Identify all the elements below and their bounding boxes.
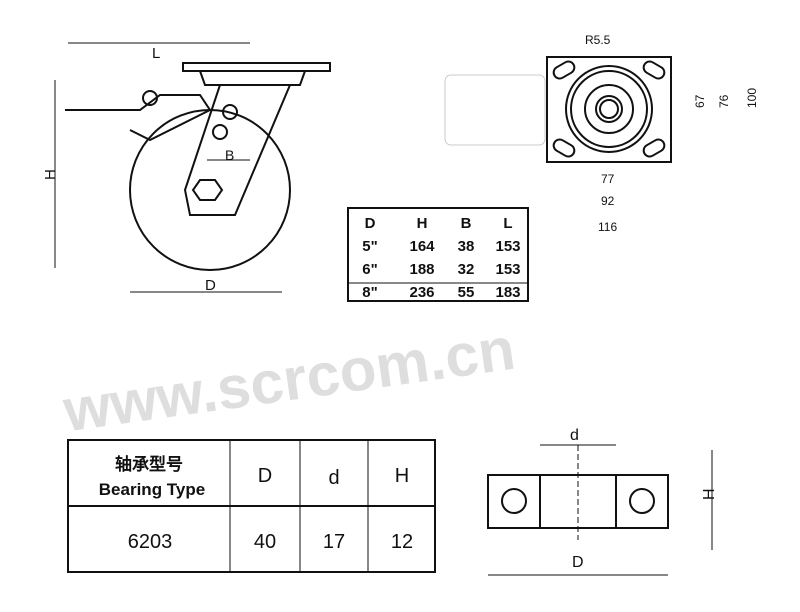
size-table-cell: 236: [409, 284, 434, 301]
dim-92: 92: [601, 194, 615, 208]
size-table-header: L: [503, 215, 512, 232]
caster-side-view: L H B D: [42, 42, 331, 294]
dim-67: 67: [693, 94, 707, 108]
size-table-header: H: [417, 215, 428, 232]
header-D: D: [258, 465, 272, 487]
dim-d: d: [570, 427, 579, 444]
bearing-model: 6203: [128, 531, 173, 553]
size-table-cell: 183: [495, 284, 520, 301]
bearing-section: d D H: [487, 427, 718, 576]
value-H: 12: [391, 531, 413, 553]
size-table-cell: 8": [362, 284, 377, 301]
dim-H-bearing: H: [701, 488, 718, 500]
size-table-cell: 153: [495, 238, 520, 255]
dim-100: 100: [745, 88, 759, 108]
size-table-cell: 5": [362, 238, 377, 255]
value-d: 17: [323, 531, 345, 553]
value-D: 40: [254, 531, 276, 553]
header-d: d: [328, 467, 339, 489]
dim-116: 116: [598, 220, 617, 234]
size-table-cell: 32: [458, 261, 475, 278]
dim-76: 76: [717, 94, 731, 108]
dim-H: H: [42, 169, 59, 180]
dim-D: D: [205, 277, 216, 294]
size-table-header: D: [365, 215, 376, 232]
size-table-cell: 188: [409, 261, 434, 278]
size-table-cell: 55: [458, 284, 475, 301]
size-table-cell: 153: [495, 261, 520, 278]
bearing-table: 轴承型号 Bearing Type D d H 6203 40 17 12: [67, 439, 436, 573]
dim-D-bearing: D: [572, 554, 584, 571]
bearing-title-cn: 轴承型号: [115, 454, 183, 474]
size-table-cell: 164: [409, 238, 435, 255]
size-table-cell: 38: [458, 238, 475, 255]
dim-77: 77: [601, 172, 615, 186]
top-plate-view: R5.5 67 76 100 77 92 116: [444, 33, 759, 234]
dim-L: L: [152, 45, 160, 62]
watermark: www.scrcom.cn: [58, 315, 519, 445]
size-table-header: B: [461, 215, 472, 232]
size-table-cell: 6": [362, 261, 377, 278]
dim-B: B: [225, 147, 234, 163]
size-table: D H B L 5" 164 38 153 6" 188 32 153 8" 236 55 183: [347, 207, 529, 302]
radius-label: R5.5: [585, 33, 611, 47]
bearing-title-en: Bearing Type: [99, 480, 205, 499]
header-H: H: [395, 465, 409, 487]
